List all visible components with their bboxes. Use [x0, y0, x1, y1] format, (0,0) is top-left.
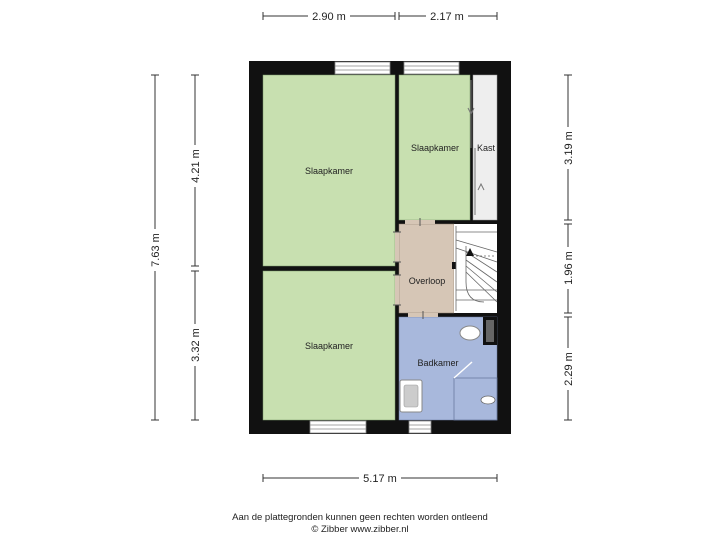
dim-right-upper-depth: 3.19 m: [563, 131, 575, 165]
dim-total-depth: 7.63 m: [150, 233, 162, 267]
window-bottom-bath: [408, 420, 432, 434]
dim-top-right-width: 2.17 m: [430, 11, 464, 23]
room-bedroom-bottom: [262, 270, 396, 421]
footer-copyright: © Zibber www.zibber.nl: [311, 524, 409, 535]
window-top-left: [334, 61, 391, 75]
label-landing: Overloop: [409, 276, 446, 286]
window-bottom-left: [309, 420, 367, 434]
stairwell: [454, 224, 497, 313]
toilet-icon: [480, 395, 496, 405]
dim-total-width: 5.17 m: [363, 473, 397, 485]
bathtub-icon: [459, 325, 481, 341]
dim-left-upper-depth: 4.21 m: [190, 149, 202, 183]
label-bedroom-top-right: Slaapkamer: [411, 143, 459, 153]
label-bedroom-top-left: Slaapkamer: [305, 166, 353, 176]
label-bedroom-bottom: Slaapkamer: [305, 341, 353, 351]
bathroom-door: [453, 361, 473, 379]
window-top-right: [403, 61, 460, 75]
stair-arrow-icon: [466, 248, 474, 256]
dim-top-left-width: 2.90 m: [312, 11, 346, 23]
toilet-room: [453, 377, 498, 421]
room-closet: [472, 74, 498, 221]
dim-right-middle-depth: 1.96 m: [563, 251, 575, 285]
dim-right-lower-depth: 2.29 m: [563, 352, 575, 386]
footer-disclaimer: Aan de plattegronden kunnen geen rechten…: [232, 512, 488, 523]
room-bedroom-top-left: [262, 74, 396, 267]
dim-left-lower-depth: 3.32 m: [190, 328, 202, 362]
windows: [309, 61, 460, 434]
room-landing: [398, 223, 455, 314]
label-bathroom: Badkamer: [417, 358, 458, 368]
label-closet: Kast: [477, 143, 496, 153]
closet-sliding-door: [467, 80, 485, 215]
room-bedroom-top-right: [398, 74, 471, 221]
